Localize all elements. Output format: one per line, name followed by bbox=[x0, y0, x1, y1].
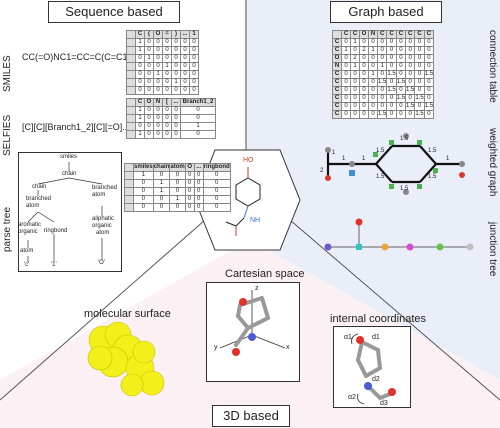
table-header: C bbox=[423, 30, 435, 39]
matrix-header: O bbox=[153, 30, 163, 39]
tree-leaf: 'c' bbox=[24, 262, 30, 268]
table-header: N bbox=[368, 30, 378, 39]
table-header: O bbox=[359, 30, 369, 39]
matrix-header: ... bbox=[180, 30, 190, 39]
distance-d1-label: d1 bbox=[372, 334, 380, 341]
3d-based-title: 3D based bbox=[212, 405, 290, 427]
table-header: C bbox=[386, 30, 397, 39]
matrix-header: ... bbox=[171, 98, 181, 107]
matrix-header: 1 bbox=[189, 30, 199, 39]
tree-node-ringbond: ringbond bbox=[44, 228, 68, 234]
edge-weight: 1.5 bbox=[428, 148, 437, 154]
tree-node-atom: atom bbox=[96, 230, 110, 236]
matrix-header: [ bbox=[162, 98, 172, 107]
matrix-header: chain bbox=[152, 163, 171, 172]
tree-leaf: '1' bbox=[51, 262, 57, 268]
connection-table-label: connection table bbox=[487, 30, 498, 103]
amide-nh-label: NH bbox=[250, 217, 261, 224]
parse-tree-panel bbox=[18, 152, 122, 272]
matrix-header: atom bbox=[169, 163, 186, 172]
table-header: C bbox=[405, 30, 416, 39]
edge-weight: 1.5 bbox=[376, 148, 385, 154]
internal-coordinates-label: internal coordinates bbox=[330, 313, 427, 325]
matrix-header: ringbond bbox=[202, 163, 231, 172]
distance-d3-label: d3 bbox=[380, 400, 388, 407]
graph-based-title: Graph based bbox=[330, 1, 442, 23]
matrix-header: smiles bbox=[133, 163, 154, 172]
tree-node-smiles: smiles bbox=[60, 154, 78, 160]
matrix-header: ... bbox=[193, 163, 204, 172]
matrix-header: N bbox=[153, 98, 163, 107]
edge-weight: 1.5 bbox=[376, 174, 385, 180]
edge-weight: 1.5 bbox=[428, 174, 437, 180]
matrix-header: O bbox=[184, 163, 195, 172]
table-header: C bbox=[341, 30, 351, 39]
table-header: C bbox=[376, 30, 388, 39]
tree-node-aliphatic-organic: aliphatic organic bbox=[92, 216, 115, 229]
edge-weight: 1 bbox=[332, 150, 336, 156]
distance-d2-label: d2 bbox=[372, 376, 380, 383]
weighted-graph-label: weighted graph bbox=[487, 128, 498, 197]
table-header: C bbox=[395, 30, 407, 39]
edge-weight: 1.5 bbox=[400, 186, 409, 192]
edge-weight: 2 bbox=[320, 168, 324, 174]
tree-node-chain: chain bbox=[62, 171, 77, 177]
tree-node-branched-atom: branched atom bbox=[26, 196, 52, 209]
matrix-header: C bbox=[135, 30, 145, 39]
edge-weight: 1.5 bbox=[400, 136, 409, 142]
cartesian-panel bbox=[206, 282, 300, 382]
smiles-string: CC(=O)NC1=CC=C(C=C1)O bbox=[22, 52, 138, 62]
cartesian-space-label: Cartesian space bbox=[225, 268, 305, 280]
edge-weight: 1 bbox=[362, 156, 366, 162]
tree-node-branched-atom: branched atom bbox=[92, 185, 118, 198]
tree-node-atom: atom bbox=[20, 248, 34, 254]
axis-y-label: y bbox=[214, 344, 218, 351]
parse-tree-label: parse tree bbox=[2, 206, 13, 252]
matrix-header: ) bbox=[171, 30, 181, 39]
axis-z-label: z bbox=[255, 285, 259, 292]
smiles-label: SMILES bbox=[2, 55, 13, 92]
sequence-based-title: Sequence based bbox=[48, 1, 180, 23]
table-header: C bbox=[414, 30, 425, 39]
matrix-header: Branch1_2 bbox=[180, 98, 216, 107]
matrix-header: O bbox=[144, 98, 154, 107]
matrix-header: C bbox=[135, 98, 145, 107]
angle-alpha2-label: α2 bbox=[348, 394, 356, 401]
matrix-header: = bbox=[162, 30, 172, 39]
angle-alpha1-label: α1 bbox=[344, 334, 352, 341]
tree-node-aromatic-organic: aromatic organic bbox=[18, 222, 42, 235]
hydroxyl-label: HO bbox=[243, 157, 254, 164]
selfies-label: SELFIES bbox=[2, 114, 13, 156]
table-header: C bbox=[350, 30, 360, 39]
molecular-surface-label: molecular surface bbox=[84, 308, 171, 320]
matrix-header: ( bbox=[144, 30, 154, 39]
edge-weight: 1 bbox=[342, 156, 346, 162]
selfies-string: [C][C][Branch1_2][C][=O]... bbox=[22, 122, 130, 132]
tree-leaf: 'O' bbox=[98, 260, 105, 266]
junction-tree-label: junction tree bbox=[487, 222, 498, 277]
axis-x-label: x bbox=[286, 344, 290, 351]
edge-weight: 1 bbox=[446, 156, 450, 162]
tree-node-chain: chain bbox=[32, 184, 47, 190]
